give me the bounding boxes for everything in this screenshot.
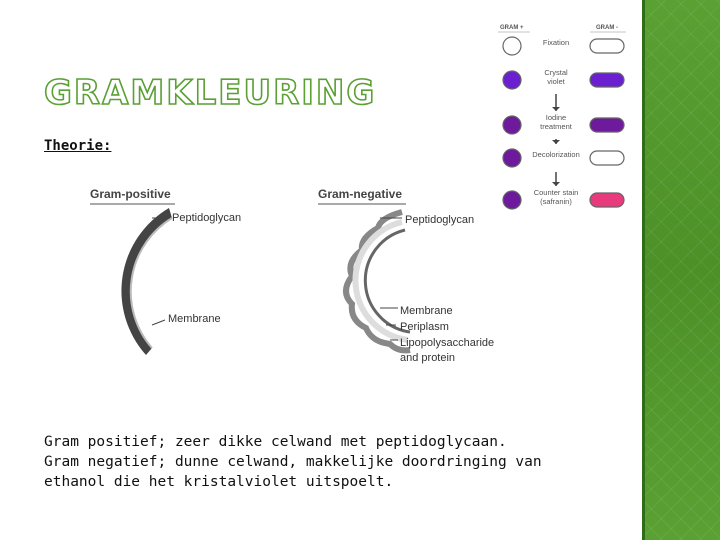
gram-positive-membrane (129, 217, 173, 349)
step-5-positive-cell (502, 190, 522, 210)
gram-negative-periplasm (352, 219, 409, 343)
body-text: Gram positief; zeer dikke celwand met pe… (44, 432, 604, 492)
step-2-negative-cell (589, 72, 625, 88)
positive-membrane-label: Membrane (168, 313, 221, 325)
body-line-1: Gram positief; zeer dikke celwand met pe… (44, 434, 507, 450)
negative-lps-label-line2: and protein (400, 352, 455, 364)
body-line-2: Gram negatief; dunne celwand, makkelijke… (44, 454, 542, 470)
step-arrowhead-4 (552, 182, 560, 186)
cell-wall-diagram: Gram-positive Peptidoglycan Membrane Gra… (90, 187, 494, 364)
step-arrowhead-2 (552, 107, 560, 111)
step-5-negative-cell (589, 192, 625, 208)
step-3-label-line-2: treatment (540, 122, 573, 131)
step-5-label-line-2: (safranin) (540, 197, 572, 206)
step-4-positive-cell (502, 148, 522, 168)
negative-membrane-label: Membrane (400, 305, 453, 317)
step-2-label-line-1: Crystal (544, 68, 568, 77)
step-3-negative-cell (589, 117, 625, 133)
step-2-positive-cell (502, 70, 522, 90)
step-4-negative-cell (589, 150, 625, 166)
step-1-label-line-1: Fixation (543, 38, 569, 47)
header-gram-negative: GRAM - (596, 25, 618, 31)
negative-lps-label: Lipopolysaccharide (400, 337, 494, 349)
gram-negative-outer-membrane (343, 209, 411, 354)
step-1-negative-cell (589, 38, 625, 54)
slide-subtitle: Theorie: (44, 138, 112, 154)
gram-stain-steps-diagram: GRAM + GRAM - FixationCrystalvioletIodin… (498, 25, 626, 210)
positive-membrane-pointer (151, 319, 166, 326)
positive-peptidoglycan-label: Peptidoglycan (172, 212, 241, 224)
panel-divider (642, 0, 645, 540)
body-line-3: ethanol die het kristalviolet uitspoelt. (44, 474, 394, 490)
steps-group: FixationCrystalvioletIodinetreatmentDeco… (502, 36, 625, 210)
slide-title: GRAMKLEURING (43, 73, 377, 113)
step-2-label-line-2: violet (547, 77, 565, 86)
decorative-green-panel (642, 0, 720, 540)
header-gram-positive: GRAM + (500, 25, 524, 31)
step-3-positive-cell (502, 115, 522, 135)
negative-periplasm-label: Periplasm (400, 321, 449, 333)
gram-negative-title: Gram-negative (318, 187, 402, 201)
gram-positive-title: Gram-positive (90, 187, 171, 201)
step-1-positive-cell (502, 36, 522, 56)
step-arrowhead-3 (552, 140, 560, 144)
step-4-label-line-1: Decolorization (532, 150, 580, 159)
step-5-label-line-1: Counter stain (534, 188, 579, 197)
negative-peptidoglycan-label: Peptidoglycan (405, 214, 474, 226)
step-3-label-line-1: Iodine (546, 113, 566, 122)
gram-positive-wall (121, 208, 172, 355)
